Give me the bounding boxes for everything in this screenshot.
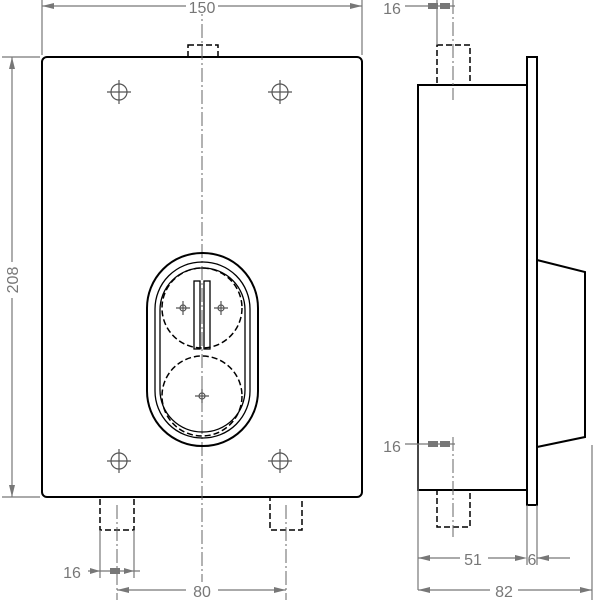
flange-label: 6 [528, 552, 537, 569]
control-panel [146, 252, 259, 447]
total-depth-label: 82 [495, 584, 513, 600]
dimension-width: 150 [41, 0, 363, 55]
connector-spacing-label: 80 [193, 584, 211, 600]
upper-dial [161, 267, 243, 349]
top-connector [187, 44, 219, 58]
bottom-connector-label: 16 [383, 439, 401, 456]
width-label: 150 [189, 0, 216, 17]
dimension-body-depth: 51 6 [418, 549, 570, 569]
side-view [417, 0, 586, 537]
dimension-connector-width: 16 [63, 530, 140, 582]
height-label: 208 [5, 267, 22, 294]
side-flange [526, 56, 538, 506]
dimension-total-depth: 82 [418, 582, 592, 600]
dimension-side-top-connector: 16 [383, 0, 455, 45]
side-top-connector [436, 44, 471, 86]
dimension-side-bottom-connector: 16 [383, 439, 593, 600]
side-body [417, 84, 528, 491]
side-bump [536, 259, 586, 448]
front-view [41, 2, 363, 600]
mounting-hole-icon [107, 80, 292, 473]
top-connector-label: 16 [383, 1, 401, 18]
connector-width-label: 16 [63, 565, 81, 582]
lower-dial [161, 355, 243, 437]
dimension-connector-spacing: 80 [117, 582, 286, 600]
dimension-height: 208 [2, 56, 40, 498]
body-depth-label: 51 [464, 552, 482, 569]
